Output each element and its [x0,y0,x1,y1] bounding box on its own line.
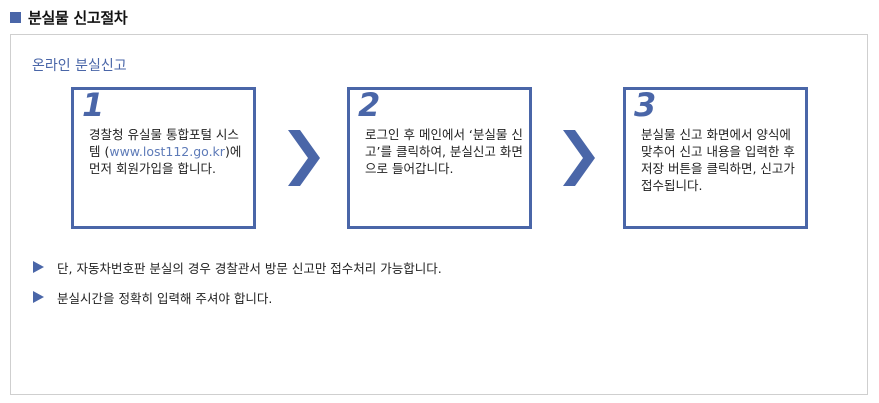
note-text: 분실시간을 정확히 입력해 주셔야 합니다. [57,290,273,306]
chevron-right-icon [288,130,320,186]
header-square-icon [10,11,21,23]
note-text: 단, 자동차번호판 분실의 경우 경찰관서 방문 신고만 접수처리 가능합니다. [57,260,442,276]
lost112-link[interactable]: www.lost112.go.kr [109,144,225,159]
chevron-right-icon [563,130,595,186]
step-1-text-after: )에 먼저 회원가입을 합니다. [89,144,242,176]
procedure-panel: 온라인 분실신고 1 경찰청 유실물 통합포털 시스템 (www.lost112… [10,34,868,395]
triangle-bullet-icon [33,261,44,273]
list-item: 단, 자동차번호판 분실의 경우 경찰관서 방문 신고만 접수처리 가능합니다. [33,257,442,277]
step-number: 2 [358,86,381,124]
notes-list: 단, 자동차번호판 분실의 경우 경찰관서 방문 신고만 접수처리 가능합니다.… [33,257,442,317]
step-text: 로그인 후 메인에서 ‘분실물 신고’를 클릭하여, 분실신고 화면으로 들어갑… [365,127,523,176]
step-text: 분실물 신고 화면에서 양식에 맞추어 신고 내용을 입력한 후 저장 버튼을 … [641,127,795,193]
step-1-box: 1 경찰청 유실물 통합포털 시스템 (www.lost112.go.kr)에 … [71,86,256,229]
step-number: 1 [82,86,105,124]
panel-title: 온라인 분실신고 [32,58,127,74]
step-1-text-before: 경찰청 유실물 통합포털 시스템 ( [89,127,239,159]
triangle-bullet-icon [33,291,44,303]
list-item: 분실시간을 정확히 입력해 주셔야 합니다. [33,287,442,307]
step-3-box: 3 분실물 신고 화면에서 양식에 맞추어 신고 내용을 입력한 후 저장 버튼… [623,86,808,229]
section-header: 분실물 신고절차 [10,6,128,28]
step-number: 3 [634,86,657,124]
step-2-box: 2 로그인 후 메인에서 ‘분실물 신고’를 클릭하여, 분실신고 화면으로 들… [347,86,532,229]
step-text: 경찰청 유실물 통합포털 시스템 (www.lost112.go.kr)에 먼저… [89,126,247,177]
page-title: 분실물 신고절차 [28,8,128,27]
